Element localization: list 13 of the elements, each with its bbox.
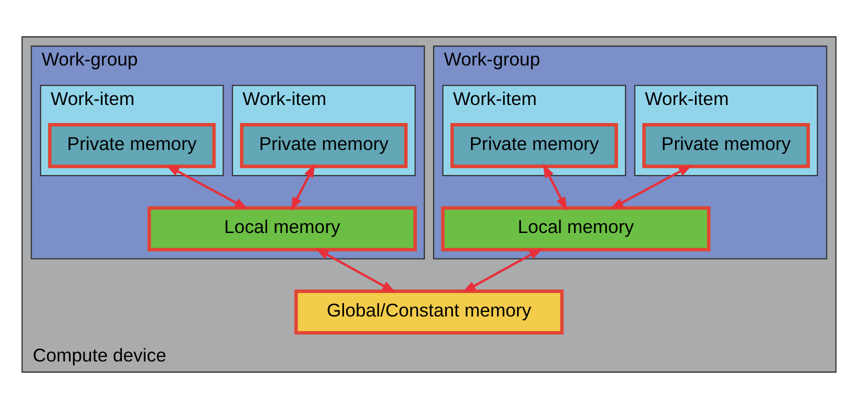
node-box: Private memory (48, 123, 216, 168)
arrow (166, 164, 248, 210)
node-box: Private memory (642, 123, 810, 168)
arrow (542, 164, 568, 211)
node-box: Private memory (240, 123, 408, 168)
arrow (315, 248, 396, 293)
arrow (610, 164, 692, 210)
arrow (290, 164, 316, 211)
node-box: Global/Constant memory (294, 289, 564, 335)
node-box: Local memory (148, 206, 417, 252)
node-box: Private memory (450, 123, 618, 168)
arrow (462, 248, 543, 293)
node-box: Local memory (441, 206, 710, 252)
